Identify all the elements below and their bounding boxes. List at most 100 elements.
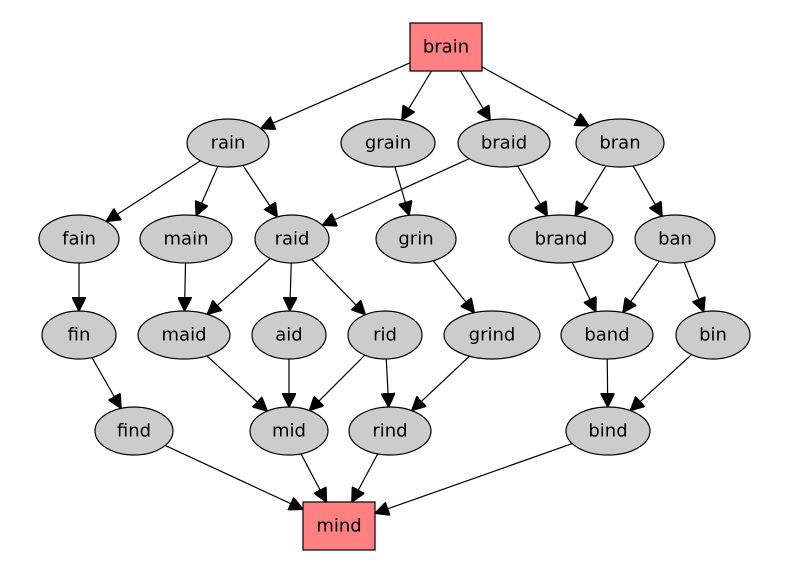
node-shape-main <box>139 214 233 264</box>
node-rind: rind <box>348 406 432 456</box>
edge-braid-to-raid <box>322 158 470 226</box>
node-find: find <box>94 406 174 456</box>
node-label-bran: bran <box>599 133 640 154</box>
node-label-raid: raid <box>275 229 310 250</box>
edge-brain-to-braid <box>459 70 491 120</box>
node-label-aid: aid <box>275 325 302 346</box>
edge-bin-to-bind <box>630 354 692 411</box>
edge-find-to-mind <box>164 444 303 509</box>
node-grind: grind <box>443 310 541 360</box>
node-shape-mind <box>302 501 376 551</box>
node-bind: bind <box>565 406 651 456</box>
edge-brain-to-grain <box>402 70 433 120</box>
node-label-find: find <box>117 421 151 442</box>
node-shape-ban <box>634 214 716 264</box>
edge-bran-to-brand <box>575 165 607 216</box>
edge-main-to-maid <box>184 262 185 311</box>
node-brain: brain <box>409 22 483 72</box>
node-shape-bran <box>575 118 665 168</box>
node-maid: maid <box>137 310 231 360</box>
node-shape-rind <box>348 406 432 456</box>
node-shape-grain <box>340 118 436 168</box>
node-label-grin: grin <box>398 229 433 250</box>
node-ban: ban <box>634 214 716 264</box>
node-aid: aid <box>251 310 327 360</box>
edge-grin-to-grind <box>432 260 474 313</box>
node-label-grain: grain <box>365 133 411 154</box>
edge-rain-to-raid <box>242 165 277 217</box>
node-shape-fin <box>41 310 117 360</box>
node-shape-mid <box>249 406 329 456</box>
node-fain: fain <box>38 214 120 264</box>
node-label-band: band <box>584 325 629 346</box>
edge-bind-to-mind <box>375 443 573 514</box>
node-shape-fain <box>38 214 120 264</box>
node-fin: fin <box>41 310 117 360</box>
edge-grind-to-rind <box>412 355 470 410</box>
edge-rid-to-rind <box>386 358 389 407</box>
node-shape-raid <box>254 214 330 264</box>
edge-rain-to-main <box>196 166 219 215</box>
node-label-mid: mid <box>272 421 306 442</box>
node-shape-grind <box>443 310 541 360</box>
edge-bran-to-ban <box>632 165 662 216</box>
node-label-fain: fain <box>62 229 96 250</box>
node-label-grind: grind <box>469 325 516 346</box>
edge-brain-to-bran <box>481 66 589 126</box>
node-raid: raid <box>254 214 330 264</box>
edge-rain-to-fain <box>106 160 201 222</box>
node-bin: bin <box>675 310 751 360</box>
node-bran: bran <box>575 118 665 168</box>
node-label-rid: rid <box>373 325 397 346</box>
edge-band-to-bind <box>607 358 608 407</box>
edge-brain-to-rain <box>261 62 411 129</box>
node-grin: grin <box>375 214 457 264</box>
node-shape-rain <box>186 118 270 168</box>
node-shape-find <box>94 406 174 456</box>
edge-rid-to-mid <box>309 354 366 410</box>
node-label-bin: bin <box>699 325 727 346</box>
node-shape-maid <box>137 310 231 360</box>
node-braid: braid <box>457 118 551 168</box>
node-shape-aid <box>251 310 327 360</box>
node-label-fin: fin <box>68 325 91 346</box>
edge-ban-to-band <box>623 260 660 312</box>
node-label-brand: brand <box>535 229 588 250</box>
node-label-main: main <box>164 229 209 250</box>
node-shape-band <box>560 310 654 360</box>
node-shape-grin <box>375 214 457 264</box>
nodes-layer: brain rain grain braid bran fain main raid grin b… <box>38 22 751 551</box>
node-label-maid: maid <box>162 325 207 346</box>
node-label-rind: rind <box>372 421 407 442</box>
edge-raid-to-maid <box>207 257 271 314</box>
edge-maid-to-mid <box>206 355 267 411</box>
edge-raid-to-aid <box>290 262 292 311</box>
node-mid: mid <box>249 406 329 456</box>
edge-grain-to-grin <box>394 166 409 216</box>
node-rid: rid <box>347 310 423 360</box>
edge-mid-to-mind <box>300 453 326 502</box>
node-grain: grain <box>340 118 436 168</box>
node-band: band <box>560 310 654 360</box>
node-label-brain: brain <box>423 37 469 58</box>
edges-layer <box>79 62 704 514</box>
edge-brand-to-band <box>571 262 596 311</box>
node-label-rain: rain <box>211 133 246 154</box>
node-label-mind: mind <box>316 516 361 537</box>
node-shape-bind <box>565 406 651 456</box>
edge-braid-to-brand <box>517 165 548 216</box>
node-label-ban: ban <box>658 229 692 250</box>
edge-fin-to-find <box>91 357 121 408</box>
node-mind: mind <box>302 501 376 551</box>
edge-raid-to-rid <box>311 258 366 314</box>
edge-rind-to-mind <box>352 453 379 502</box>
edge-ban-to-bin <box>683 262 704 311</box>
node-shape-braid <box>457 118 551 168</box>
node-brand: brand <box>508 214 614 264</box>
node-label-bind: bind <box>588 421 627 442</box>
node-label-braid: braid <box>481 133 527 154</box>
node-shape-bin <box>675 310 751 360</box>
node-shape-brain <box>409 22 483 72</box>
node-shape-rid <box>347 310 423 360</box>
